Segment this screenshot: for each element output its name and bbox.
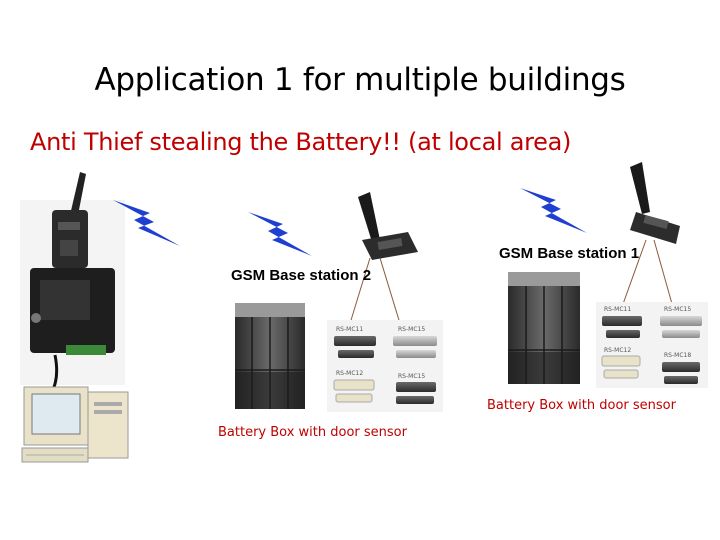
gsm-modem-device bbox=[20, 172, 125, 396]
battery-box-caption-left: Battery Box with door sensor bbox=[218, 425, 407, 440]
sensor-tag-right-3: RS-MC12 bbox=[604, 347, 631, 354]
gsm-base-station-2-label: GSM Base station 2 bbox=[231, 267, 372, 284]
lightning-icons bbox=[113, 188, 587, 256]
battery-rack-right bbox=[508, 272, 580, 384]
sensor-tag-left-1: RS-MC11 bbox=[336, 326, 363, 333]
lightning-icon-2 bbox=[248, 212, 312, 256]
door-sensors-left: RS-MC11 RS-MC15 RS-MC12 RS-MC15 bbox=[327, 320, 443, 412]
slide-title: Application 1 for multiple buildings bbox=[94, 62, 626, 98]
desktop-computer bbox=[21, 386, 129, 463]
sensor-tag-left-3: RS-MC12 bbox=[336, 370, 363, 377]
battery-box-caption-right: Battery Box with door sensor bbox=[487, 398, 676, 413]
lightning-icon-1 bbox=[113, 200, 180, 246]
battery-rack-left bbox=[235, 303, 305, 409]
sensor-tag-right-1: RS-MC11 bbox=[604, 306, 631, 313]
gsm-module-1 bbox=[617, 162, 680, 319]
lightning-icon-3 bbox=[520, 188, 587, 233]
gsm-base-station-1-label: GSM Base station 1 bbox=[499, 245, 640, 262]
sensor-tag-right-2: RS-MC15 bbox=[664, 306, 691, 313]
gsm-module-2 bbox=[347, 192, 418, 331]
slide-subtitle: Anti Thief stealing the Battery!! (at lo… bbox=[30, 128, 572, 156]
sensor-tag-left-2: RS-MC15 bbox=[398, 326, 425, 333]
sensor-tag-right-4: RS-MC18 bbox=[664, 352, 691, 359]
door-sensors-right: RS-MC11 RS-MC15 RS-MC12 RS-MC18 bbox=[596, 302, 708, 388]
sensor-tag-left-4: RS-MC15 bbox=[398, 373, 425, 380]
